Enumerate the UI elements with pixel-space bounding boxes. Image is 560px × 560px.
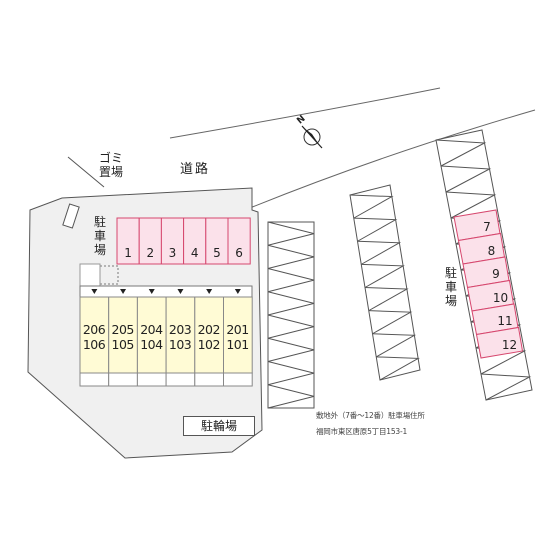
right-parking bbox=[453, 209, 524, 359]
unit-number-upper: 203 bbox=[168, 322, 192, 337]
unit-cell bbox=[79, 296, 110, 374]
unit-number-lower: 103 bbox=[168, 337, 192, 352]
front-parking bbox=[116, 217, 251, 265]
road-edge-north bbox=[169, 87, 441, 139]
entrance-block bbox=[79, 263, 101, 287]
note-line-1: 敷地外（7番〜12番）駐車場住所 bbox=[316, 411, 425, 420]
unit-balcony bbox=[165, 372, 196, 387]
parking-space-number: 5 bbox=[213, 246, 221, 260]
unit-number-upper: 202 bbox=[197, 322, 221, 337]
parking-stall-lines bbox=[435, 139, 532, 401]
parking-space-number: 7 bbox=[483, 220, 491, 234]
unit-number-lower: 104 bbox=[140, 337, 163, 352]
parking-stall-lines bbox=[267, 221, 315, 409]
unit-number-upper: 205 bbox=[111, 322, 135, 337]
unit-number-lower: 102 bbox=[197, 337, 221, 352]
unit-number-lower: 106 bbox=[82, 337, 106, 352]
garbage-label: ゴミ置場 bbox=[99, 151, 124, 179]
parking-row bbox=[267, 221, 315, 409]
entrance-arrow-icon bbox=[206, 289, 213, 294]
entrance-arrow-icon bbox=[234, 289, 241, 294]
road-label: 道路 bbox=[180, 162, 211, 177]
parking-space-number: 12 bbox=[501, 337, 518, 352]
garbage-bin bbox=[62, 203, 80, 229]
parking-space bbox=[227, 217, 251, 265]
parking-space-number: 4 bbox=[190, 246, 199, 260]
unit-cell bbox=[223, 296, 253, 374]
parking-label-left: 駐車場 bbox=[93, 215, 106, 257]
parking-space-number: 6 bbox=[235, 246, 243, 260]
entrance-arrow-icon bbox=[148, 289, 155, 294]
unit-number-upper: 206 bbox=[82, 322, 106, 337]
entrance-arrow-icon bbox=[177, 289, 184, 294]
unit-balcony bbox=[136, 372, 167, 387]
parking-row bbox=[349, 184, 421, 381]
parking-space-number: 2 bbox=[146, 246, 155, 260]
parking-space-number: 10 bbox=[492, 290, 509, 305]
unit-balcony bbox=[108, 372, 138, 387]
unit-cells bbox=[79, 289, 253, 387]
entrance-arrow-icon bbox=[120, 289, 127, 294]
parking-label-right: 駐車場 bbox=[444, 266, 457, 308]
bicycle-parking-label: 駐輪場 bbox=[183, 416, 255, 436]
note-line-2: 福岡市東区唐原5丁目153-1 bbox=[316, 427, 408, 436]
parking-space-number: 1 bbox=[124, 246, 132, 260]
unit-cell bbox=[165, 296, 196, 374]
unit-cell bbox=[136, 296, 167, 374]
north-arrow-icon bbox=[301, 125, 323, 149]
road-edge-south bbox=[244, 109, 536, 211]
parking-space-number: 3 bbox=[168, 246, 177, 260]
unit-balcony bbox=[79, 372, 110, 387]
parking-space bbox=[475, 326, 524, 359]
unit-number-lower: 105 bbox=[111, 337, 135, 352]
parking-stall-lines bbox=[349, 194, 420, 381]
unit-number-upper: 201 bbox=[226, 322, 249, 337]
parking-space-number: 8 bbox=[487, 243, 496, 258]
parking-space-number: 11 bbox=[497, 314, 513, 328]
garbage-pointer bbox=[67, 156, 105, 188]
unit-cell bbox=[194, 296, 225, 374]
unit-number-upper: 204 bbox=[140, 322, 163, 337]
unit-number-lower: 101 bbox=[226, 337, 249, 352]
entrance-arrow-icon bbox=[91, 289, 98, 294]
unit-balcony bbox=[223, 372, 253, 387]
parking-space-number: 9 bbox=[492, 267, 500, 281]
unit-balcony bbox=[194, 372, 225, 387]
